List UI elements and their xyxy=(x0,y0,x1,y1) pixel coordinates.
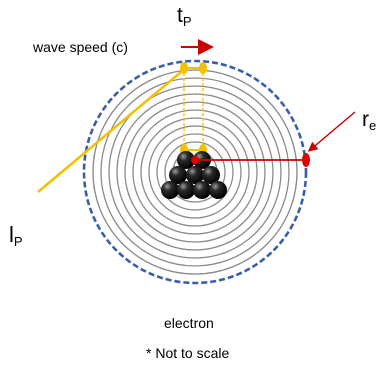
planck-length-label: lP xyxy=(9,222,23,249)
electron-caption: electron xyxy=(164,315,214,331)
scale-note: * Not to scale xyxy=(146,345,230,361)
planck-wave-guides xyxy=(183,68,204,150)
particle-cluster xyxy=(161,151,227,199)
planck-time-label: tP xyxy=(177,4,192,29)
radius-origin-dot xyxy=(191,156,199,164)
radius-pointer-arrow xyxy=(307,111,356,152)
radius-end-marker xyxy=(302,153,310,167)
electron-radius-label: re xyxy=(362,108,376,133)
wave-speed-label: wave speed (c) xyxy=(33,39,128,55)
concentric-wave-rings xyxy=(92,69,298,275)
planck-pair-top xyxy=(180,62,207,74)
electron-boundary xyxy=(82,59,308,285)
planck-length-pointer xyxy=(37,71,182,193)
